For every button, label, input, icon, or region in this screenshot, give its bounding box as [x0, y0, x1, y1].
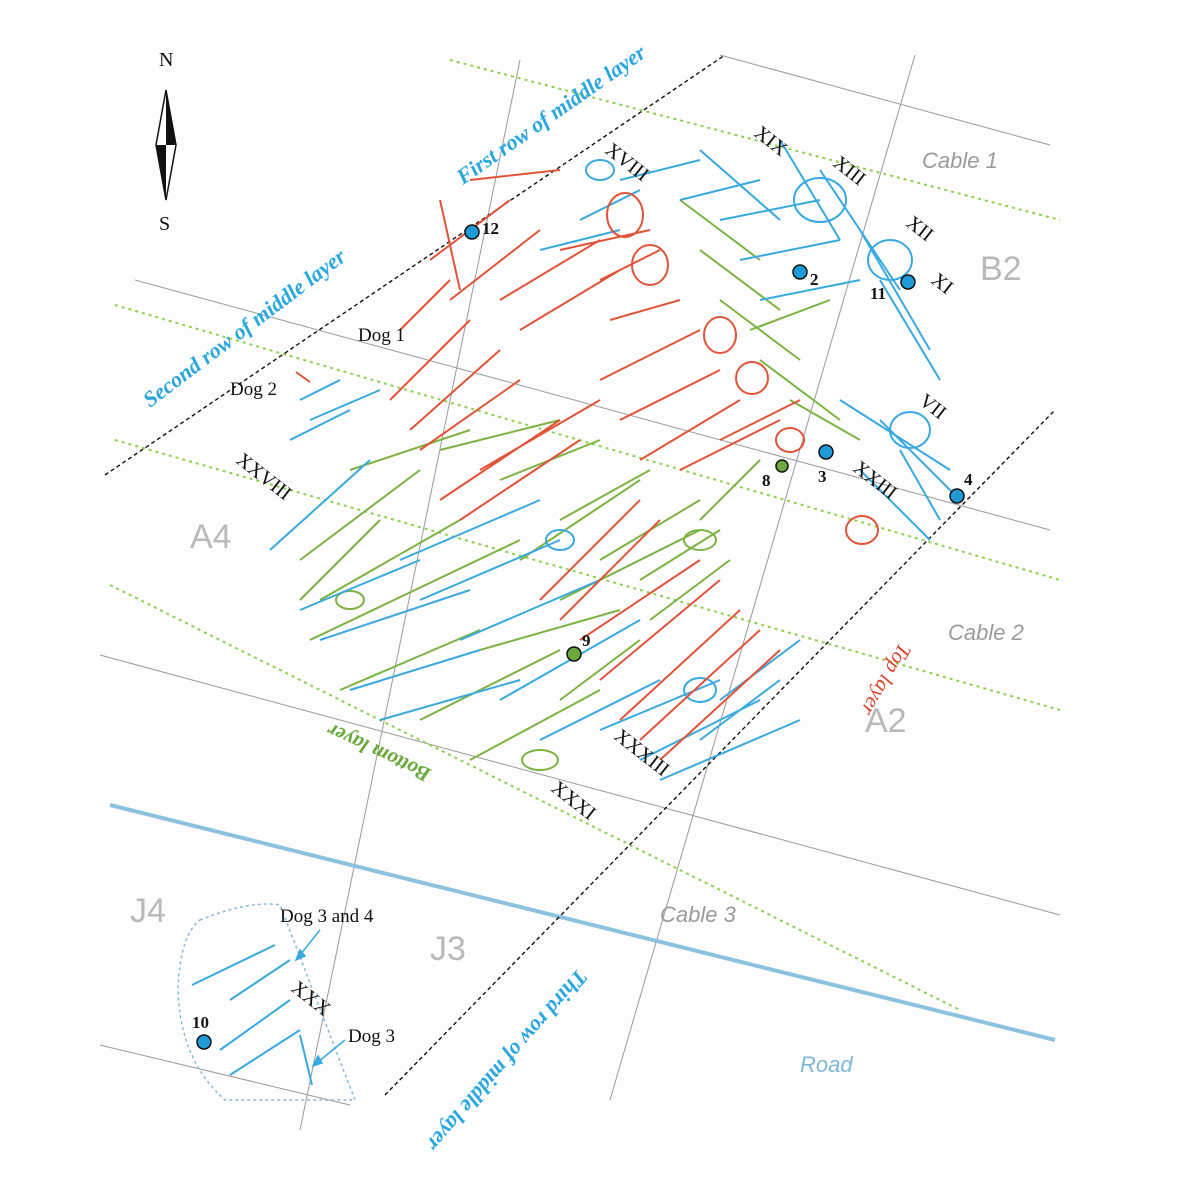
dog-burial-outline	[177, 903, 357, 1101]
sample-11[interactable]: 11	[870, 274, 916, 303]
sample-9[interactable]: 9	[566, 631, 591, 662]
grid-lines	[99, 54, 1061, 1131]
sector-j3: J3	[430, 930, 466, 968]
individual-xiii: XIII	[829, 152, 870, 191]
north-label: N	[159, 49, 173, 71]
sector-j4: J4	[130, 892, 166, 930]
sample-10[interactable]: 10	[192, 1013, 212, 1050]
sample-3-label: 3	[818, 467, 827, 486]
sector-a2: A2	[865, 702, 907, 740]
sample-10-label: 10	[192, 1013, 209, 1032]
sector-b2: B2	[980, 250, 1022, 288]
south-label: S	[159, 213, 170, 235]
bottom-layer-remains	[299, 199, 861, 771]
cable-lines	[109, 59, 1061, 1011]
road-label: Road	[800, 1052, 853, 1077]
middle-layer-remains	[269, 139, 961, 781]
individual-xxx: XXX	[287, 977, 335, 1021]
dog-2-label: Dog 2	[230, 379, 277, 400]
dog-pointers	[294, 929, 346, 1068]
sector-a4: A4	[190, 518, 232, 556]
sample-11-label: 11	[870, 284, 886, 303]
dog-1-label: Dog 1	[358, 325, 405, 346]
individual-xxxiii: XXXIII	[610, 725, 673, 781]
individual-xix: XIX	[750, 122, 792, 162]
individual-xi: XI	[927, 269, 957, 299]
sample-4[interactable]: 4	[949, 470, 973, 504]
sample-2[interactable]: 2	[792, 264, 819, 289]
third-row-label: Third row of middle layer	[422, 965, 594, 1157]
cable-3-label: Cable 3	[660, 902, 737, 927]
bottom-layer-label: Bottom layer	[322, 718, 435, 788]
individual-vii: VII	[915, 390, 950, 424]
sample-9-label: 9	[582, 631, 591, 650]
individual-xxviii: XXVIII	[232, 449, 295, 505]
dog-3-label: Dog 3	[348, 1026, 395, 1047]
cable-2-label: Cable 2	[948, 620, 1024, 645]
sample-3[interactable]: 3	[818, 444, 834, 486]
cable-1-label: Cable 1	[922, 148, 998, 173]
sample-12-label: 12	[482, 219, 499, 238]
sample-8-label: 8	[762, 471, 771, 490]
row-boundaries	[104, 54, 1056, 1096]
sample-4-label: 4	[964, 470, 973, 489]
sample-2-label: 2	[810, 270, 819, 289]
sample-12[interactable]: 12	[464, 219, 499, 240]
individual-xii: XII	[902, 212, 937, 246]
sample-8[interactable]: 8	[762, 459, 789, 490]
dog-bones	[191, 944, 313, 1086]
road-line	[109, 803, 1056, 1042]
sample-points: 12 2 11 3 8 4 9 10	[192, 219, 973, 1050]
north-arrow: N S	[155, 49, 177, 235]
dog-3-and-4-label: Dog 3 and 4	[280, 906, 374, 927]
individual-xxiii: XXIII	[849, 457, 901, 504]
